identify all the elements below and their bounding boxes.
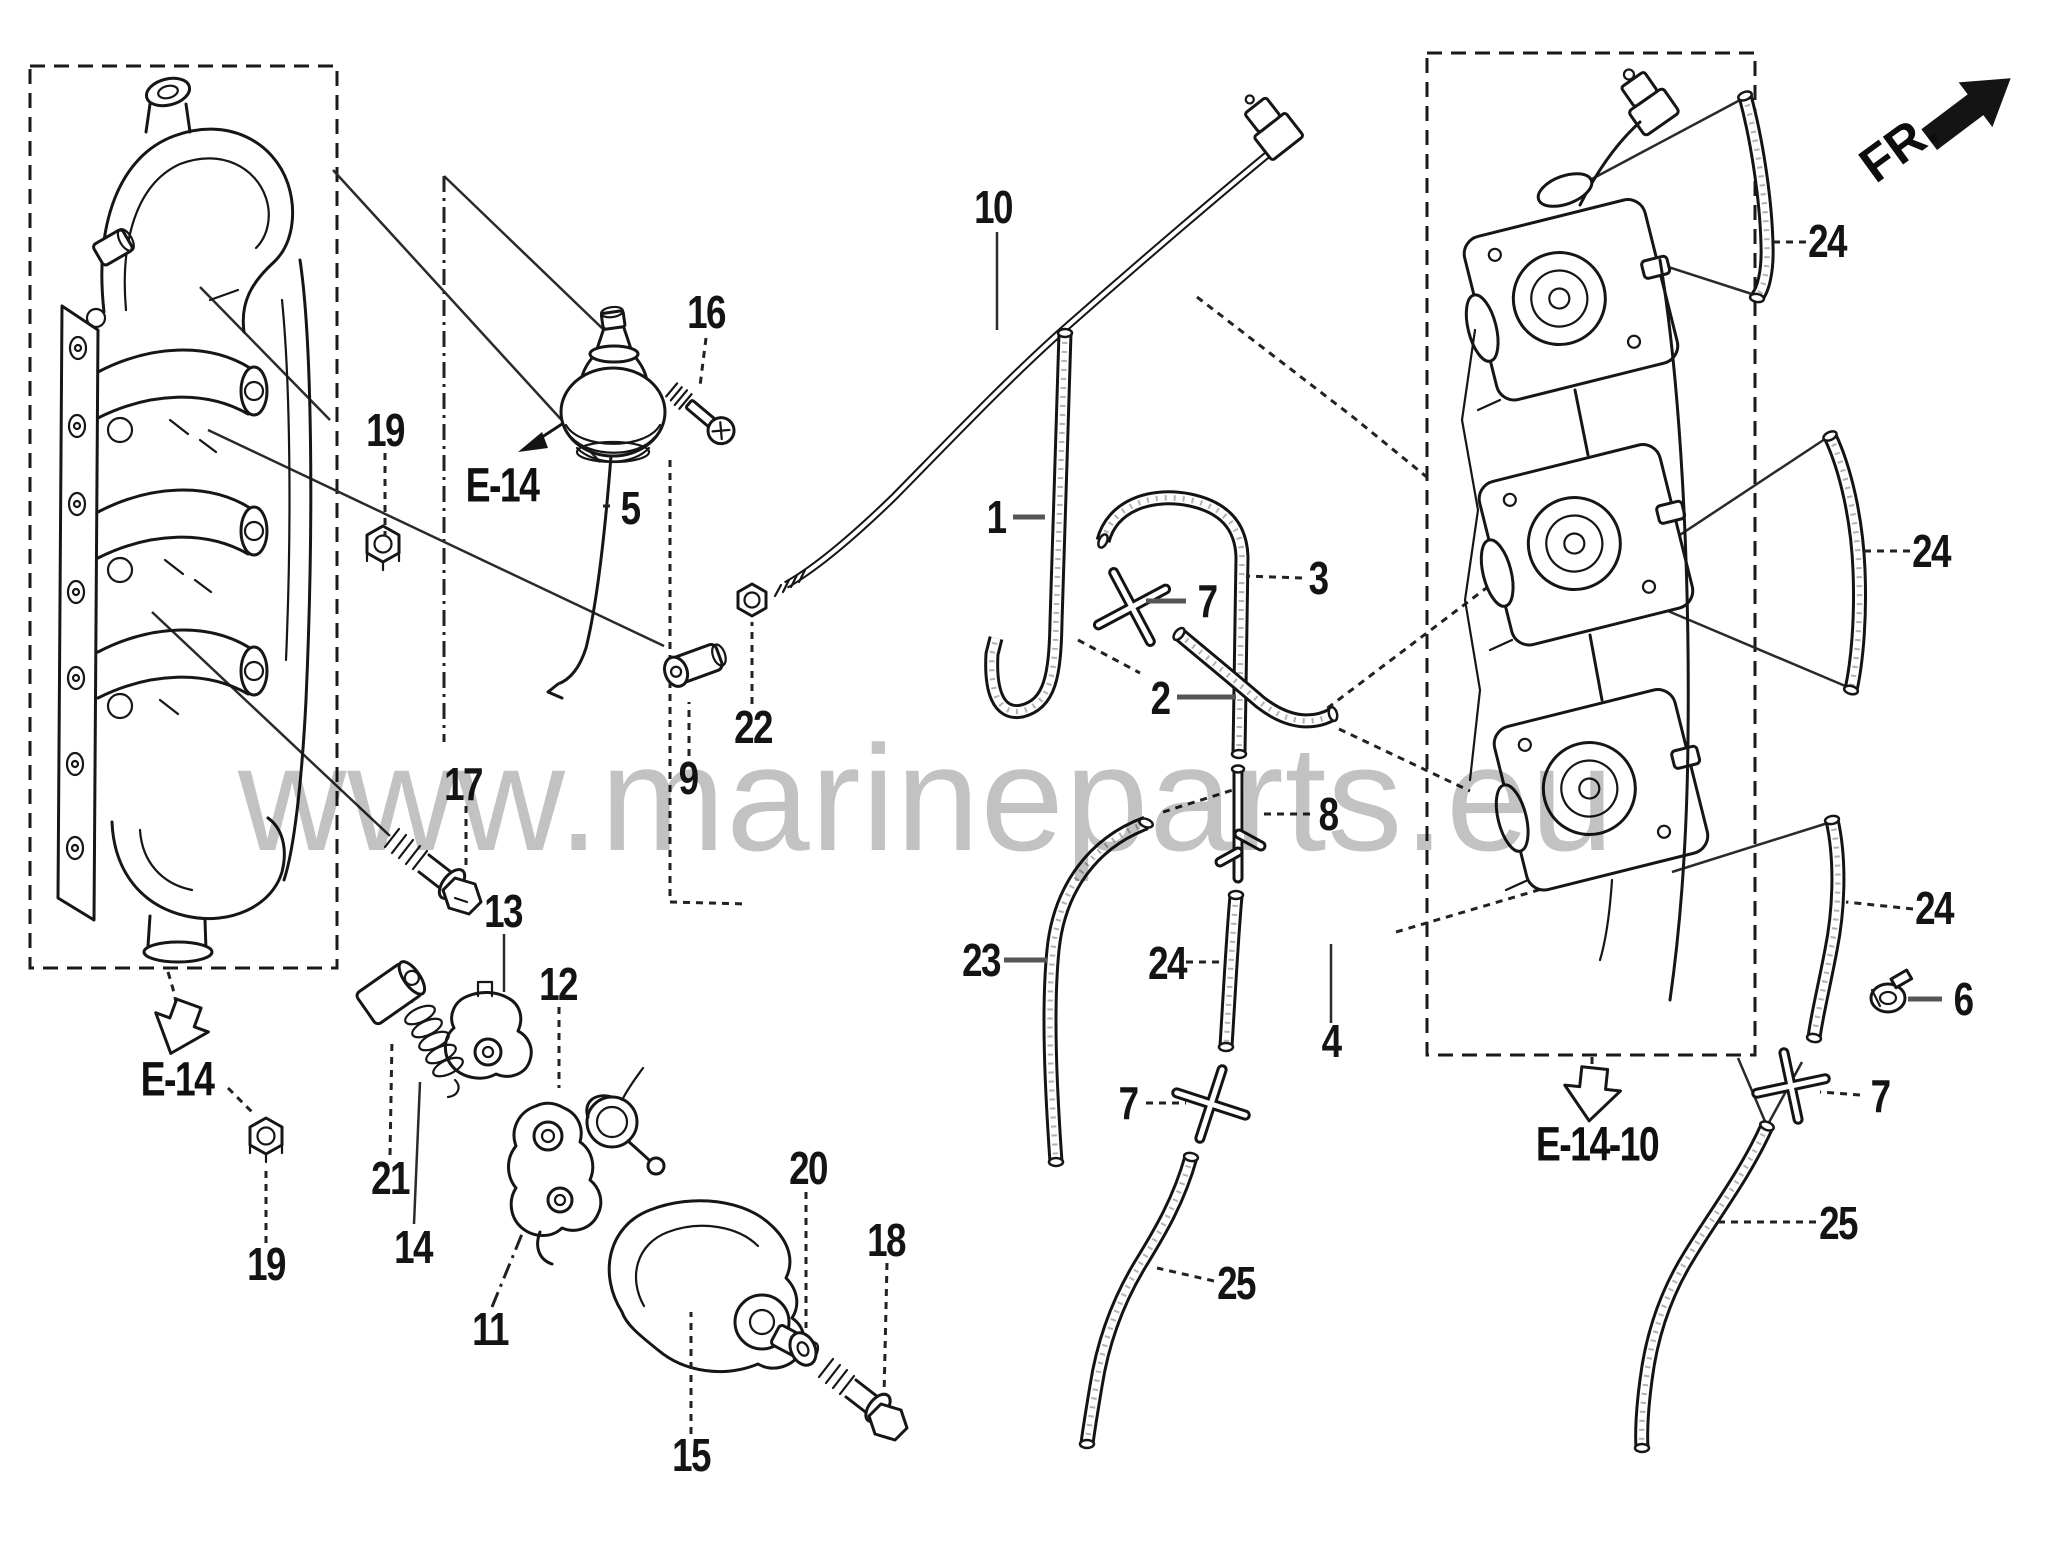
roller-21 xyxy=(355,960,427,1026)
hose-24-mid-right xyxy=(1822,429,1860,695)
bolt-16 xyxy=(665,382,736,446)
part-number-label: 2 xyxy=(1150,672,1171,724)
part-number-label: 4 xyxy=(1321,1015,1342,1067)
hose-2 xyxy=(1171,626,1338,722)
joint-8 xyxy=(1214,764,1267,879)
part-number-label: 23 xyxy=(962,934,1001,986)
part-number-label: 8 xyxy=(1318,788,1339,840)
part-number-label: 16 xyxy=(687,286,726,338)
part-number-label: 20 xyxy=(789,1142,828,1194)
carburetor-assembly-drawing xyxy=(1460,68,1710,1002)
part-number-label: 7 xyxy=(1118,1077,1139,1129)
part-number-label: 11 xyxy=(472,1303,509,1355)
lever-13 xyxy=(444,980,533,1080)
part-number-label: 12 xyxy=(539,958,578,1010)
bolt-18 xyxy=(817,1357,909,1442)
vacuum-tube-10 xyxy=(773,94,1304,598)
joint-9 xyxy=(663,643,727,688)
manifold-reference-box xyxy=(28,64,339,970)
part-number-label: 22 xyxy=(734,701,773,753)
bracket-11 xyxy=(507,1101,603,1266)
watermark-text: www.marineparts.eu xyxy=(238,714,1615,882)
check-valve-5 xyxy=(546,305,667,700)
part-number-label: 25 xyxy=(1217,1257,1256,1309)
fr-direction-arrow xyxy=(1921,78,2011,150)
e14-block-arrow xyxy=(154,997,210,1055)
part-number-label: 7 xyxy=(1870,1070,1891,1122)
four-way-joint-7-right xyxy=(1751,1047,1831,1125)
hose-1 xyxy=(992,329,1074,712)
part-number-label: 24 xyxy=(1912,525,1951,577)
washer-20 xyxy=(788,1331,818,1367)
part-number-label: 17 xyxy=(444,758,483,810)
label-leader-lines xyxy=(264,232,1942,1434)
part-number-label: 21 xyxy=(371,1152,410,1204)
e14-pointer-arrow xyxy=(518,422,564,452)
hose-3 xyxy=(1096,498,1246,758)
nut-22 xyxy=(736,582,768,618)
part-number-label: 1 xyxy=(986,491,1007,543)
part-number-label: 24 xyxy=(1808,215,1847,267)
hose-25-center xyxy=(1078,1152,1200,1448)
part-number-label: 19 xyxy=(366,404,405,456)
part-number-label: 25 xyxy=(1819,1197,1858,1249)
hose-24-bottom-right xyxy=(1805,815,1839,1043)
part-number-label: 5 xyxy=(620,482,641,534)
part-number-label: 6 xyxy=(1953,973,1974,1025)
e14-10-block-arrow xyxy=(1563,1065,1622,1123)
spring-12 xyxy=(585,1066,666,1176)
part-number-label: 14 xyxy=(394,1221,433,1273)
reference-tag-label: E-14 xyxy=(465,459,540,513)
part-number-label: 10 xyxy=(974,181,1013,233)
hose-24-top-right xyxy=(1737,90,1767,303)
part-number-label: 24 xyxy=(1915,882,1954,934)
reference-tag-label: E-14 xyxy=(140,1053,215,1107)
nut-19-upper xyxy=(365,524,401,572)
part-number-label: 9 xyxy=(678,752,699,804)
part-number-label: 19 xyxy=(247,1238,286,1290)
hose-24-center xyxy=(1217,891,1245,1051)
part-number-label: 13 xyxy=(484,885,523,937)
hose-23 xyxy=(1049,817,1154,1166)
part-number-label: 7 xyxy=(1197,575,1218,627)
clamp-6 xyxy=(1869,968,1914,1014)
part-number-label: 3 xyxy=(1308,552,1329,604)
reference-tag-label: E-14-10 xyxy=(1535,1118,1660,1172)
hose-25-right xyxy=(1633,1120,1775,1452)
part-number-label: 24 xyxy=(1148,937,1187,989)
part-number-label: 15 xyxy=(672,1429,711,1481)
intake-manifold-drawing xyxy=(56,76,313,964)
four-way-joint-7-upper xyxy=(1092,567,1172,647)
bolt-17 xyxy=(383,827,483,916)
carburetor-reference-box xyxy=(1425,51,1757,1057)
part-number-label: 18 xyxy=(867,1214,906,1266)
four-way-joint-7-center xyxy=(1171,1064,1251,1144)
nut-19-lower xyxy=(248,1116,284,1164)
